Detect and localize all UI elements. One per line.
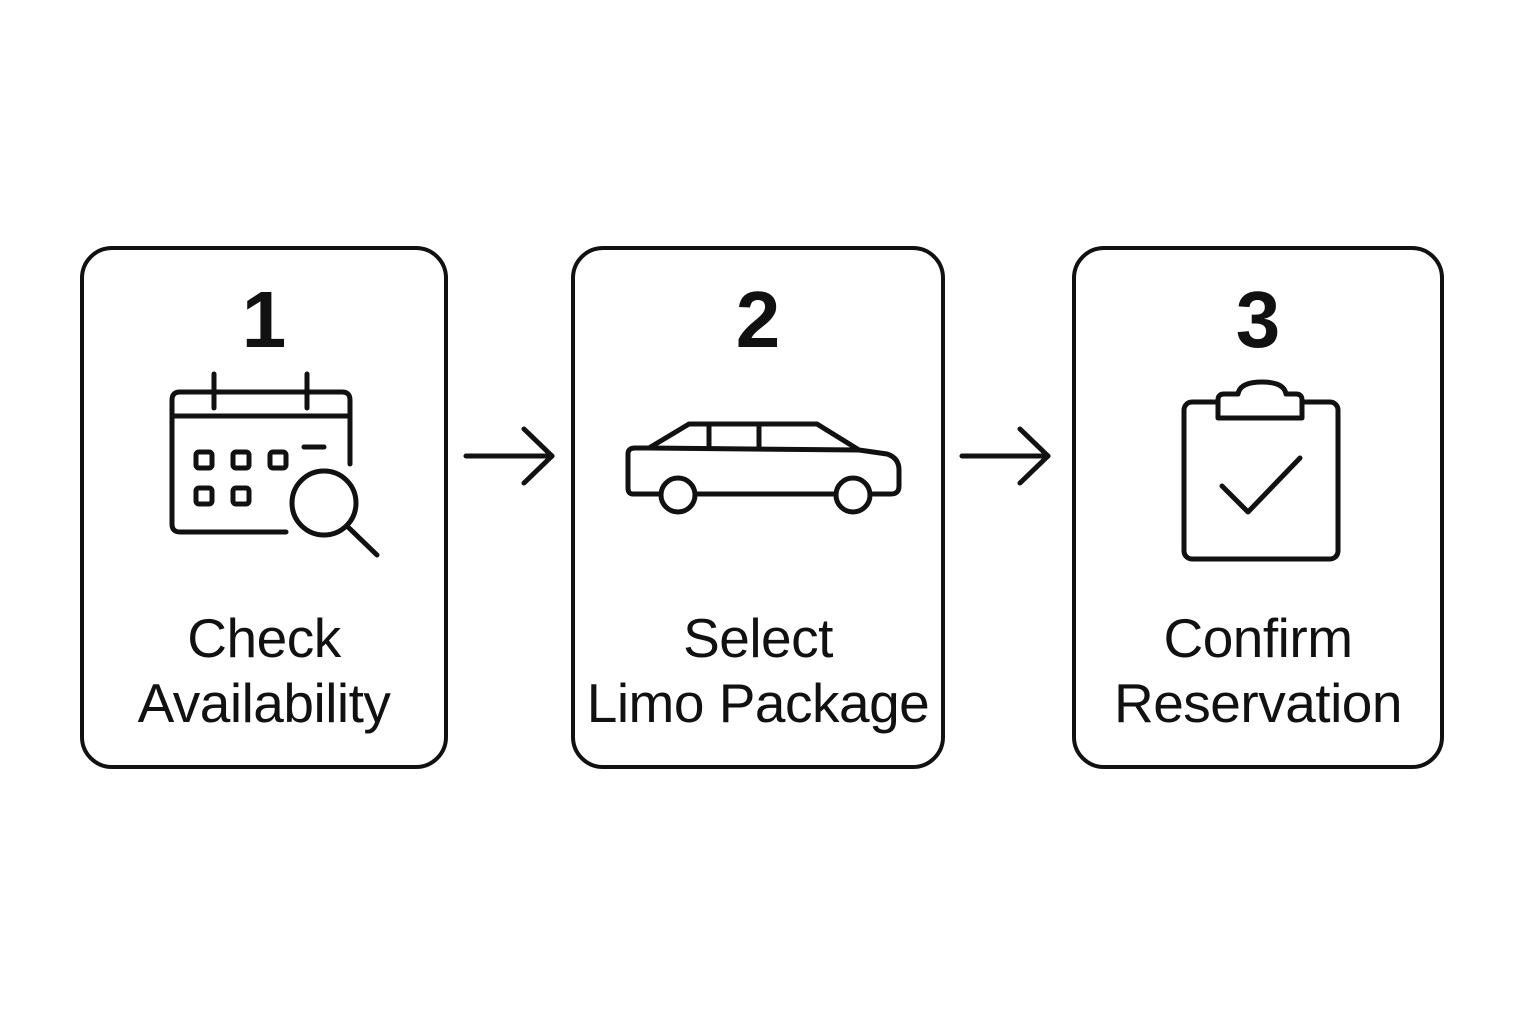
car-icon xyxy=(625,421,902,515)
step-label-line2: Limo Package xyxy=(586,672,930,734)
arrow-right-icon xyxy=(959,426,1051,486)
step-label: Select Limo Package xyxy=(575,606,941,736)
step-label: Confirm Reservation xyxy=(1076,606,1440,736)
step-label-line1: Select xyxy=(683,607,833,669)
step-number: 2 xyxy=(735,275,781,364)
step-label-line2: Availability xyxy=(137,672,391,734)
step-label-line2: Reservation xyxy=(1114,672,1402,734)
step-label-line1: Confirm xyxy=(1163,607,1353,669)
step-card-check-availability: 1 Check Availability xyxy=(80,246,448,769)
step-label-line1: Check xyxy=(187,607,341,669)
step-label: Check Availability xyxy=(84,606,444,736)
step-number: 1 xyxy=(241,275,287,364)
step-number: 3 xyxy=(1235,275,1281,364)
step-card-select-limo-package: 2 Select Limo Package xyxy=(571,246,945,769)
calendar-search-icon xyxy=(169,371,380,558)
clipboard-check-icon xyxy=(1181,379,1341,562)
arrow-right-icon xyxy=(463,426,555,486)
step-card-confirm-reservation: 3 Confirm Reservation xyxy=(1072,246,1444,769)
